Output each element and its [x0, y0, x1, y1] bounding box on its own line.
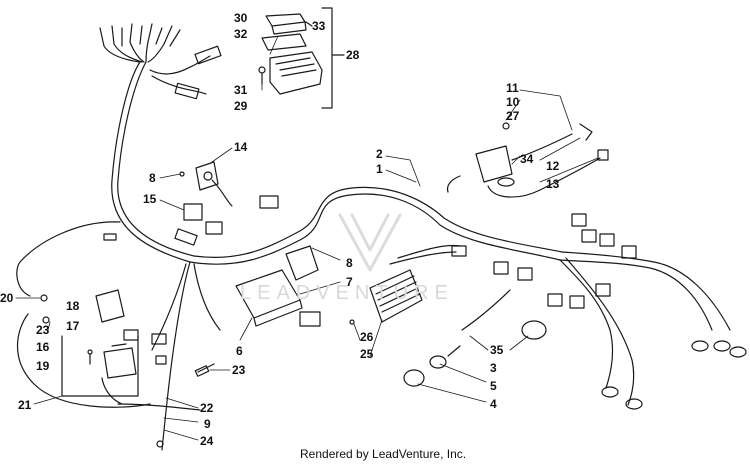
callout-31: 31 [234, 83, 248, 97]
callout-21: 21 [18, 398, 32, 412]
bottom-wires [117, 329, 215, 448]
callout-27: 27 [506, 109, 520, 123]
regulator-25 [349, 244, 467, 325]
callout-7: 7 [346, 275, 353, 289]
render-credit: Rendered by LeadVenture, Inc. [300, 447, 467, 461]
callout-35: 35 [490, 343, 504, 357]
callout-8-mid: 8 [346, 256, 353, 270]
fuse-box-assembly [258, 13, 323, 95]
group-bracket-28 [321, 7, 345, 109]
watermark: LEADVENTURE [240, 282, 454, 304]
callout-13: 13 [546, 177, 560, 191]
callout-24: 24 [200, 434, 214, 448]
callout-1: 1 [376, 162, 383, 176]
watermark-emblem [338, 213, 402, 272]
callout-30: 30 [234, 11, 248, 25]
callout-29: 29 [234, 99, 248, 113]
callout-23-right: 23 [232, 363, 246, 377]
callout-11: 11 [506, 81, 519, 95]
callout-3: 3 [490, 361, 497, 375]
wire-ends-top [99, 23, 222, 100]
callout-25: 25 [360, 347, 374, 361]
ecu-module-6-7 [235, 245, 321, 327]
callout-33: 33 [312, 19, 326, 33]
callout-32: 32 [234, 27, 248, 41]
callout-20: 20 [0, 291, 14, 305]
callout-15: 15 [143, 192, 157, 206]
module-34 [446, 122, 609, 198]
clamp-35 [521, 320, 547, 340]
power-socket-3-4-5 [403, 289, 511, 387]
callout-16: 16 [36, 340, 50, 354]
callout-28: 28 [346, 48, 360, 62]
sensor-bracket-14 [179, 161, 233, 207]
connector-15 [174, 195, 279, 246]
callout-18: 18 [66, 299, 80, 313]
callout-2: 2 [376, 147, 383, 161]
callout-6: 6 [236, 344, 243, 358]
callout-10: 10 [506, 95, 520, 109]
relay-box-16-21 [16, 289, 151, 408]
leader-lines [15, 35, 599, 441]
callout-8-top: 8 [149, 171, 156, 185]
callout-34: 34 [520, 152, 534, 166]
callout-5: 5 [490, 379, 497, 393]
callout-23-left: 23 [36, 323, 50, 337]
callout-22: 22 [200, 401, 214, 415]
main-harness [111, 61, 731, 451]
callout-4: 4 [490, 397, 497, 411]
wire-20 [16, 221, 121, 302]
callout-14: 14 [234, 140, 248, 154]
callout-17: 17 [66, 319, 80, 333]
callout-26: 26 [360, 330, 374, 344]
callout-19: 19 [36, 359, 50, 373]
right-connectors [493, 213, 747, 410]
callout-9: 9 [204, 417, 211, 431]
callout-12: 12 [546, 159, 560, 173]
